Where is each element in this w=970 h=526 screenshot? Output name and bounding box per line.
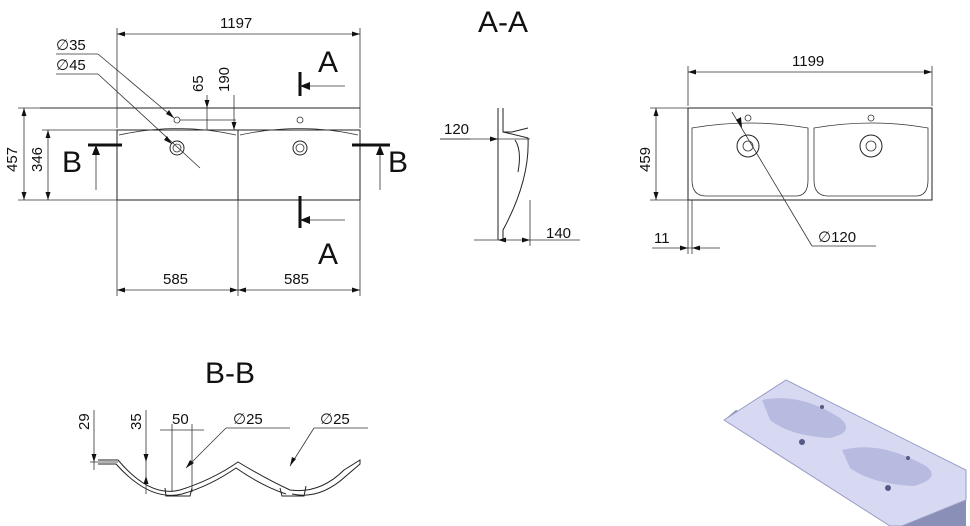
front-drain-left xyxy=(736,134,760,158)
section-mark-b-left: B xyxy=(62,146,82,179)
dim-bb-35: 35 xyxy=(128,413,145,430)
dim-bb-25-left: ∅25 xyxy=(233,411,263,428)
dim-190: 190 xyxy=(216,67,233,92)
section-bb-drain-left xyxy=(164,487,193,497)
drain-left-inner xyxy=(172,143,182,153)
dim-hole-35: ∅35 xyxy=(56,37,86,54)
section-mark-a-top: A xyxy=(318,46,338,79)
render-bowl-left xyxy=(762,398,847,438)
dim-hole-45: ∅45 xyxy=(56,57,86,74)
faucet-hole-right xyxy=(296,116,304,124)
render-drain-left xyxy=(799,439,805,445)
dim-width-1197: 1197 xyxy=(220,15,252,32)
dim-bb-29: 29 xyxy=(76,413,93,430)
front-view: 1199 459 11 ∅120 xyxy=(637,53,933,254)
dim-depth-346: 346 xyxy=(29,147,46,172)
front-outline xyxy=(687,107,933,201)
section-bb-profile xyxy=(98,459,361,496)
section-bb-drain-right xyxy=(279,485,307,497)
dim-65: 65 xyxy=(190,75,207,92)
front-faucet-right xyxy=(867,114,875,122)
front-faucet-left xyxy=(744,114,752,122)
front-bowl-left xyxy=(691,122,809,197)
dim-bowl-left-585: 585 xyxy=(163,271,188,288)
render-bowl-right xyxy=(842,447,932,486)
section-mark-a-bottom: A xyxy=(318,238,338,271)
section-bb-title: B-B xyxy=(205,357,255,390)
dim-bb-25-right: ∅25 xyxy=(320,411,350,428)
dim-aa-120: 120 xyxy=(444,121,469,138)
render-drain-right xyxy=(885,485,891,491)
front-bowl-right xyxy=(813,122,929,197)
dim-aa-140: 140 xyxy=(546,225,571,242)
section-bb: B-B 29 35 50 ∅25 ∅25 xyxy=(76,357,368,497)
render-faucet-left xyxy=(820,405,824,409)
drain-right-inner xyxy=(295,143,305,153)
drain-left-outer xyxy=(169,140,185,156)
top-view: 1197 457 346 ∅35 ∅45 65 190 xyxy=(4,15,408,296)
section-aa-profile xyxy=(497,108,529,240)
dim-bowl-right-585: 585 xyxy=(284,271,309,288)
dim-front-459: 459 xyxy=(637,147,654,172)
dim-front-120: ∅120 xyxy=(818,229,856,246)
front-drain-right xyxy=(859,134,883,158)
bowl-right-rim xyxy=(239,128,359,136)
drain-right-outer xyxy=(292,140,308,156)
dim-front-11: 11 xyxy=(654,230,670,247)
dim-bb-50: 50 xyxy=(172,411,189,428)
render-faucet-right xyxy=(906,456,910,460)
faucet-hole-left xyxy=(173,116,181,124)
basin-3d-render xyxy=(723,379,967,526)
section-mark-b-right: B xyxy=(388,146,408,179)
bowl-left-rim xyxy=(118,128,237,136)
dim-front-1199: 1199 xyxy=(792,53,824,70)
section-aa-title: A-A xyxy=(478,6,528,39)
section-aa: A-A 120 140 xyxy=(440,6,580,246)
dim-depth-457: 457 xyxy=(4,147,21,172)
